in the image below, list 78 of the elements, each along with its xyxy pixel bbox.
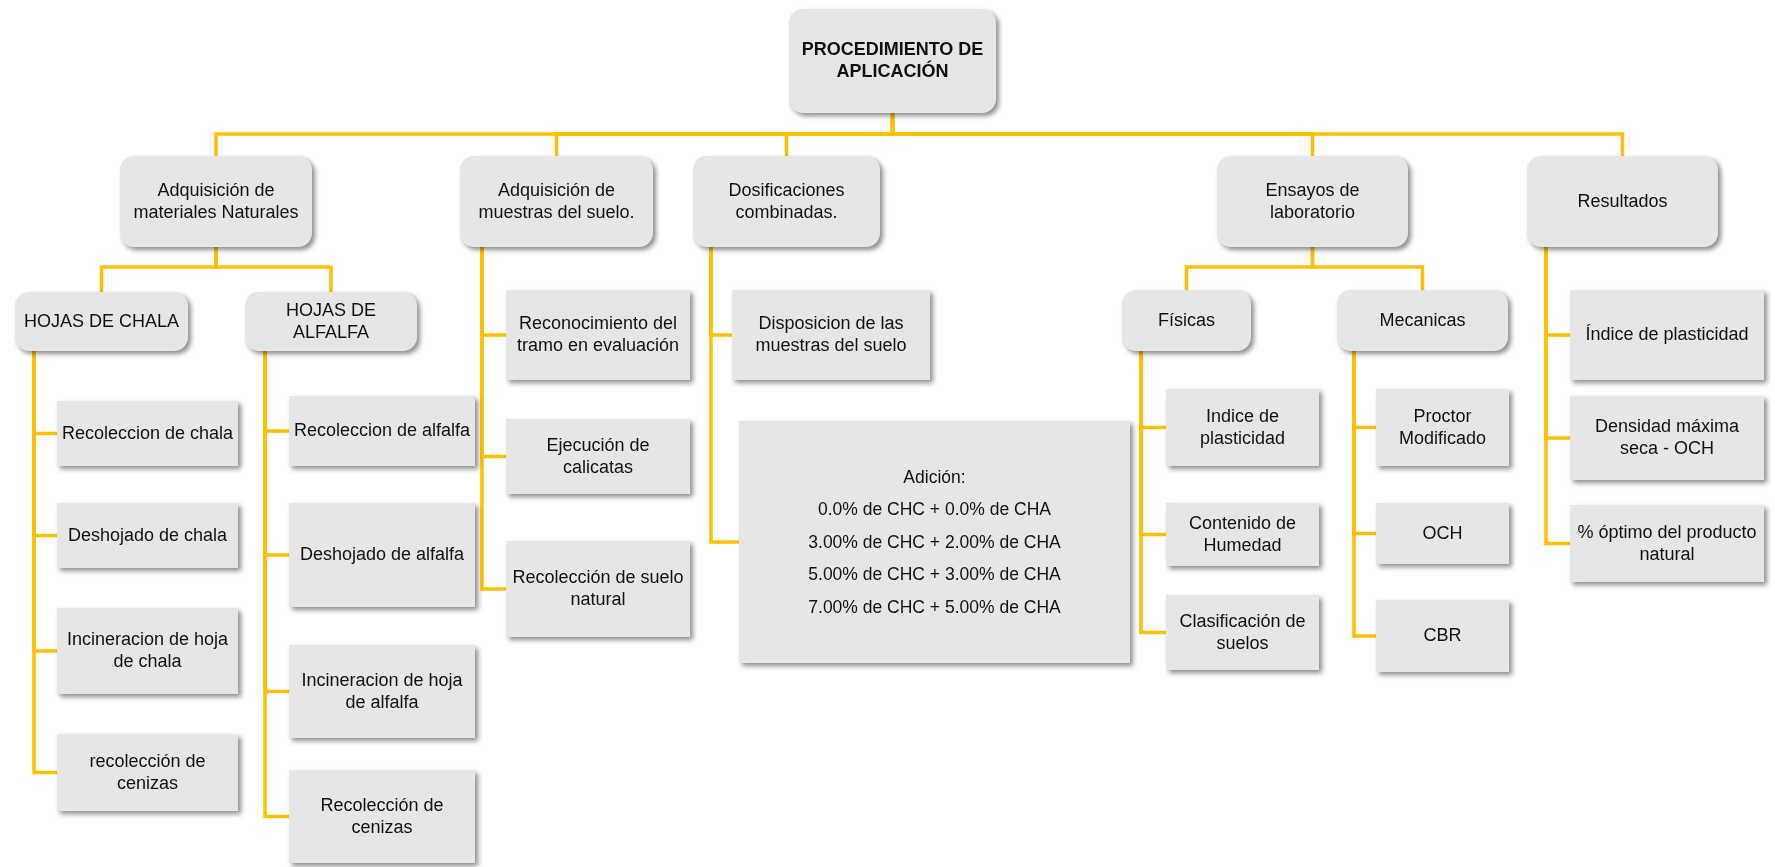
box-text: Resultados <box>1577 190 1668 213</box>
box-text: HOJAS DE CHALA <box>23 310 179 333</box>
box-text: Recoleccion de chala <box>61 422 234 445</box>
box-text: Proctor Modificado <box>1397 405 1487 450</box>
process-box <box>506 290 690 380</box>
box-text: Recolección de suelo natural <box>511 567 685 611</box>
box-text: Ensayos de laboratorio <box>1264 179 1361 224</box>
process-box <box>15 292 188 351</box>
process-box <box>1217 156 1408 247</box>
box-text: PROCEDIMIENTO DE APLICACIÓN <box>800 39 985 83</box>
box-text: Indice de plasticidad <box>1198 405 1287 450</box>
process-box <box>693 156 880 247</box>
box-text: recolección de cenizas <box>88 750 207 795</box>
box-text: Dosificaciones combinadas. <box>727 179 846 224</box>
connector-line <box>214 247 333 292</box>
box-text: Recoleccion de alfalfa <box>293 420 471 442</box>
process-box <box>245 292 417 351</box>
box-text: HOJAS DE ALFALFA <box>285 299 377 344</box>
connector-line <box>32 351 57 775</box>
process-box <box>120 156 312 247</box>
box-text: Recolección de cenizas <box>319 794 445 839</box>
process-box <box>1376 600 1509 672</box>
box-text: Disposicion de las muestras del suelo <box>754 313 908 357</box>
box-text: Ejecución de calicatas <box>545 434 651 479</box>
process-box <box>460 156 653 247</box>
process-box <box>1122 290 1251 351</box>
process-box <box>506 541 690 637</box>
connector-line <box>890 113 1625 156</box>
process-box <box>57 608 238 694</box>
box-text: Adición: <box>903 466 966 490</box>
connector-line <box>1544 247 1570 546</box>
box-text: 5.00% de CHC + 3.00% de CHA <box>808 563 1061 587</box>
connector-line <box>1310 247 1425 290</box>
process-box <box>57 503 238 568</box>
box-text: Adquisición de muestras del suelo. <box>477 179 636 224</box>
process-box <box>1527 156 1718 247</box>
process-box <box>506 419 690 494</box>
process-box <box>289 396 475 466</box>
box-text: Físicas <box>1158 309 1215 332</box>
process-box <box>1166 595 1319 670</box>
process-box <box>289 645 475 738</box>
box-text: Contenido de Humedad <box>1187 512 1298 557</box>
process-box <box>289 503 475 607</box>
box-text: CBR <box>1423 625 1462 647</box>
box-text: Adquisición de materiales Naturales <box>132 179 300 224</box>
box-text: Incineracion de hoja de alfalfa <box>300 669 464 714</box>
process-box <box>1166 389 1319 466</box>
process-box <box>732 290 930 380</box>
box-text: % óptimo del producto natural <box>1576 521 1758 566</box>
connector-line <box>709 247 739 544</box>
process-box <box>789 9 996 113</box>
box-text: Índice de plasticidad <box>1585 324 1749 346</box>
process-box <box>1570 505 1764 582</box>
box-text: 7.00% de CHC + 5.00% de CHA <box>808 595 1061 619</box>
box-text: Mecanicas <box>1379 309 1466 332</box>
process-box <box>57 734 238 811</box>
connector-line <box>263 351 289 819</box>
process-box <box>1376 503 1509 564</box>
process-box <box>1166 503 1319 566</box>
box-text: Clasificación de suelos <box>1178 610 1307 655</box>
process-box <box>1570 290 1764 380</box>
box-text: Deshojado de chala <box>67 524 228 547</box>
process-box <box>1570 396 1764 480</box>
process-box <box>57 401 238 466</box>
box-text: Densidad máxima seca - OCH <box>1593 416 1741 460</box>
connector-line <box>480 247 506 591</box>
box-text: Reconocimiento del tramo en evaluación <box>515 313 681 357</box>
box-text: Incineracion de hoja de chala <box>65 629 230 673</box>
connector-line <box>1139 351 1166 635</box>
process-box <box>739 421 1130 663</box>
process-box <box>289 770 475 863</box>
box-text: 3.00% de CHC + 2.00% de CHA <box>808 530 1061 554</box>
box-text: OCH <box>1422 522 1463 545</box>
box-text: Deshojado de alfalfa <box>299 544 465 566</box>
box-text: 0.0% de CHC + 0.0% de CHA <box>818 498 1051 522</box>
process-box <box>1337 290 1508 351</box>
connector-line <box>1352 351 1376 638</box>
process-box <box>1376 389 1509 466</box>
